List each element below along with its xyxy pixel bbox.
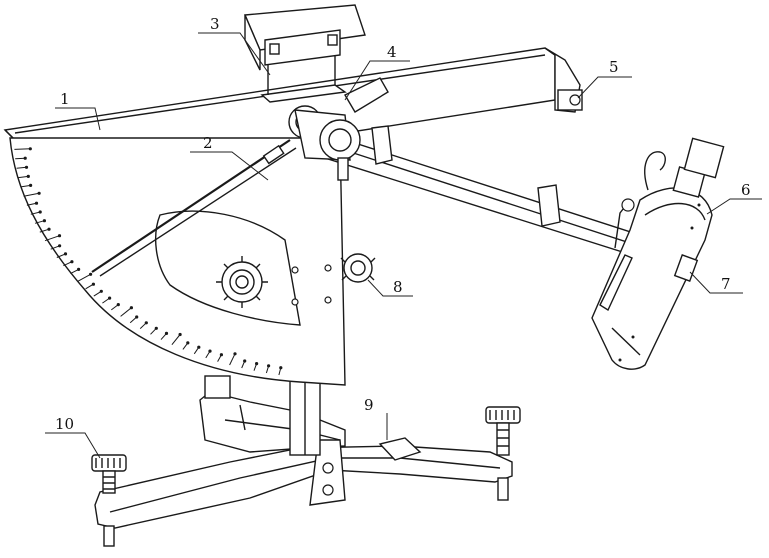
scale-tick-dot bbox=[99, 289, 103, 293]
scale-tick-dot bbox=[47, 227, 51, 231]
scale-tick-dot bbox=[57, 234, 62, 238]
label-7: 7 bbox=[721, 275, 731, 293]
scale-tick-dot bbox=[178, 332, 182, 337]
scale-tick bbox=[171, 334, 181, 346]
scale-tick-dot bbox=[243, 359, 247, 363]
label-1: 1 bbox=[60, 90, 70, 108]
label-2: 2 bbox=[203, 134, 213, 152]
label-5: 5 bbox=[609, 58, 619, 76]
levelling-screw-left bbox=[91, 454, 127, 547]
scale-tick-dot bbox=[29, 183, 33, 187]
slider-block bbox=[673, 254, 699, 282]
scale-tick-dot bbox=[108, 296, 112, 300]
pendulum-head bbox=[591, 137, 725, 370]
scale-tick bbox=[23, 192, 40, 197]
scale-tick bbox=[18, 175, 29, 179]
scale-tick-dot bbox=[164, 331, 169, 335]
scale-tick bbox=[16, 166, 27, 169]
pendulum-arm bbox=[324, 125, 641, 256]
scale-tick bbox=[26, 202, 37, 206]
scale-tick-dot bbox=[135, 315, 139, 319]
centre-knob bbox=[216, 256, 268, 308]
scale-tick-dot bbox=[144, 321, 148, 325]
scale-tick bbox=[77, 273, 91, 282]
scale-tick-dot bbox=[91, 282, 95, 286]
scale-tick bbox=[30, 211, 41, 215]
scale-tick-dot bbox=[23, 156, 27, 160]
top-bracket bbox=[243, 4, 366, 103]
scale-tick-dot bbox=[219, 353, 223, 357]
pivot-assembly bbox=[288, 77, 389, 181]
label-3: 3 bbox=[210, 15, 220, 33]
pointer bbox=[91, 139, 297, 277]
scale-sector bbox=[9, 137, 346, 386]
label-4: 4 bbox=[387, 43, 397, 61]
scale-tick-dot bbox=[279, 366, 283, 370]
label-8: 8 bbox=[393, 278, 403, 296]
scale-tick bbox=[44, 235, 60, 242]
base-plate bbox=[378, 437, 422, 461]
scale-tick-dot bbox=[24, 165, 29, 169]
scale-tick bbox=[120, 307, 132, 317]
scale-tick-dot bbox=[42, 219, 47, 223]
base-foot-post bbox=[204, 375, 231, 399]
scale-ticks bbox=[14, 147, 283, 376]
scale-tick-dot bbox=[63, 252, 68, 256]
scale-tick bbox=[39, 228, 50, 233]
scale-tick bbox=[34, 220, 45, 224]
callouts: 1 2 3 4 5 6 7 8 9 10 bbox=[45, 15, 762, 459]
scale-tick-dot bbox=[255, 362, 259, 366]
scale-tick-dot bbox=[77, 267, 81, 271]
scale-tick-dot bbox=[233, 352, 237, 356]
scale-tick-dot bbox=[154, 326, 158, 330]
scale-tick bbox=[229, 353, 236, 366]
scale-tick-dot bbox=[28, 147, 32, 151]
scale-tick-dot bbox=[26, 174, 30, 178]
scale-tick-dot bbox=[116, 303, 120, 307]
arm-clamp bbox=[537, 184, 561, 227]
clamp-knob bbox=[340, 253, 376, 283]
scale-tick-dot bbox=[38, 210, 42, 214]
scale-tick-dot bbox=[37, 191, 41, 195]
weight-screw bbox=[683, 137, 725, 179]
scale-tick-dot bbox=[34, 201, 39, 205]
scale-tick-dot bbox=[70, 260, 74, 264]
label-6: 6 bbox=[741, 181, 751, 199]
label-10: 10 bbox=[55, 415, 74, 433]
scale-tick-dot bbox=[58, 244, 62, 248]
scale-tick-dot bbox=[89, 272, 93, 276]
scale-tick-dot bbox=[197, 345, 201, 349]
scale-tick bbox=[15, 157, 26, 160]
label-9: 9 bbox=[364, 396, 374, 414]
scale-tick bbox=[14, 148, 31, 150]
levelling-screw-right bbox=[485, 406, 521, 501]
scale-tick-dot bbox=[208, 349, 212, 353]
scale-tick-dot bbox=[186, 341, 190, 345]
scale-tick bbox=[20, 184, 31, 188]
scale-tick-dot bbox=[267, 364, 271, 368]
scale-tick-dot bbox=[129, 306, 133, 310]
